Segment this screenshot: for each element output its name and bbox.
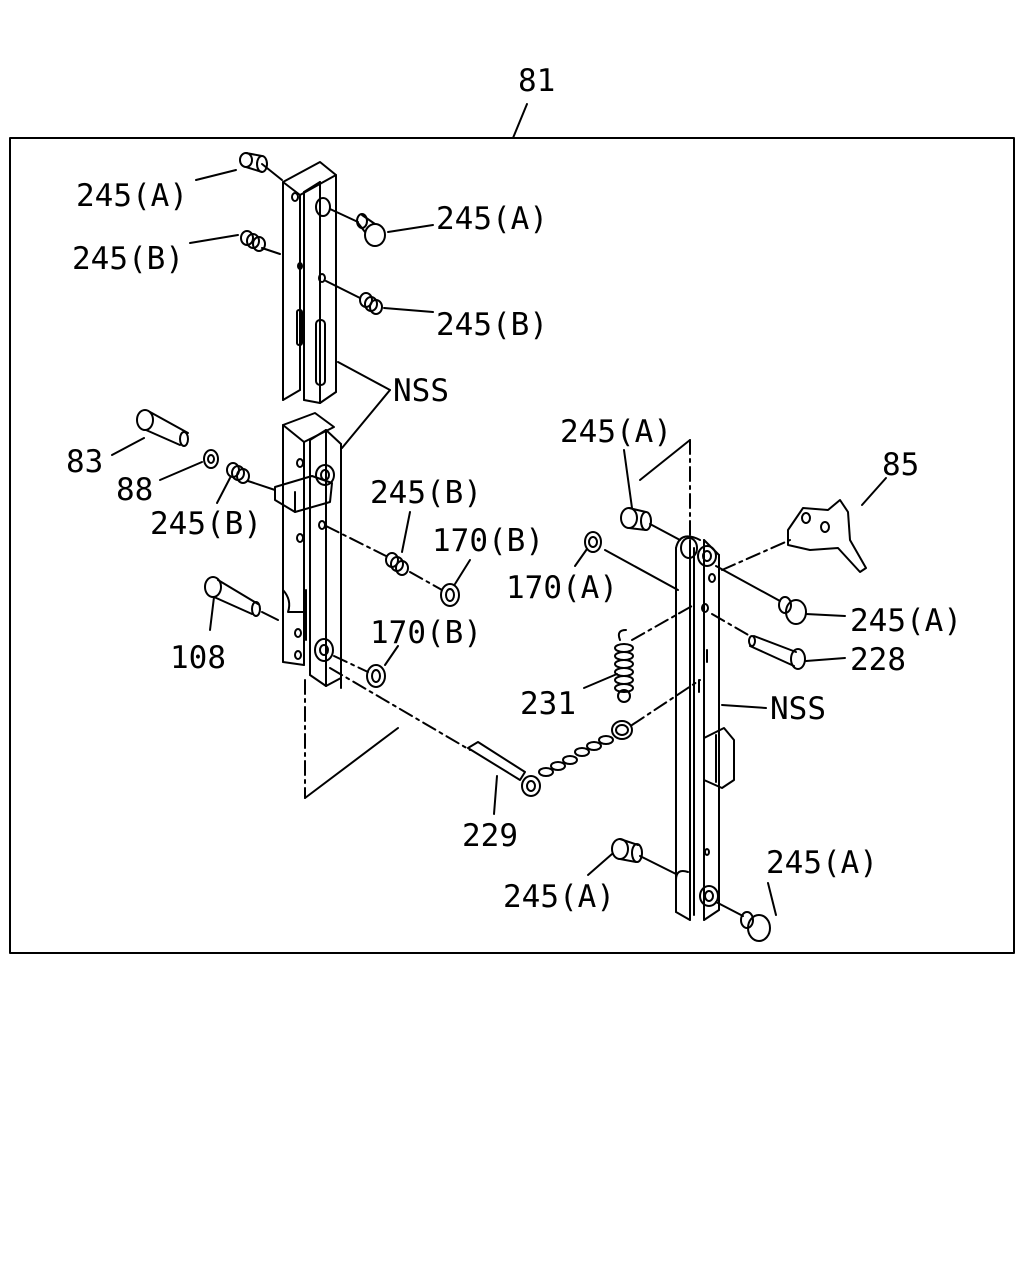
bushing-245b-mid-left <box>226 462 276 491</box>
label-245a-bottom-left: 245(A) <box>503 879 615 915</box>
label-170a: 170(A) <box>506 570 618 606</box>
washer-170b-upper <box>440 583 460 607</box>
label-nss-center: NSS <box>393 373 449 409</box>
label-170b-lower: 170(B) <box>370 615 482 651</box>
bushing-245a-bottom-right <box>715 901 771 942</box>
label-245a-right-mid: 245(A) <box>850 603 962 639</box>
label-228: 228 <box>850 642 906 678</box>
label-83: 83 <box>66 444 103 480</box>
bushing-245a-right-mid <box>715 565 807 625</box>
label-245a-bottom-right: 245(A) <box>766 845 878 881</box>
bushing-245a-top-left <box>239 152 283 181</box>
label-245a-right-top: 245(A) <box>560 414 672 450</box>
label-231: 231 <box>520 686 576 722</box>
label-245b-mid-left: 245(B) <box>150 506 262 542</box>
washer-170b-lower <box>333 655 386 688</box>
label-108: 108 <box>170 640 226 676</box>
spring-231 <box>614 605 693 703</box>
bushing-245b-upper-right <box>325 280 383 315</box>
right-long-bar <box>675 535 735 921</box>
lower-bracket <box>274 412 342 689</box>
leader-lines <box>111 169 887 916</box>
upper-bracket <box>282 161 337 404</box>
label-nss-right: NSS <box>770 691 826 727</box>
bushing-245b-upper-left <box>240 230 281 255</box>
bushing-245a-top-right <box>329 208 386 247</box>
bushing-245a-bottom-left <box>611 838 677 875</box>
washer-88 <box>203 449 219 469</box>
pin-228 <box>711 613 806 670</box>
label-245a-top-left: 245(A) <box>76 178 188 214</box>
bushing-245b-mid-center <box>325 525 443 591</box>
label-assembly-81: 81 <box>518 63 555 99</box>
label-245b-mid-center: 245(B) <box>370 475 482 511</box>
label-170b-upper: 170(B) <box>432 523 544 559</box>
label-245a-top-right: 245(A) <box>436 201 548 237</box>
bushing-245a-right-top <box>620 507 681 541</box>
label-229: 229 <box>462 818 518 854</box>
label-245b-upper-right: 245(B) <box>436 307 548 343</box>
label-88: 88 <box>116 472 153 508</box>
washer-170a <box>584 531 679 591</box>
lever-85 <box>721 499 867 573</box>
label-85: 85 <box>882 447 919 483</box>
pin-229-with-chain <box>467 679 701 797</box>
label-245b-upper-left: 245(B) <box>72 241 184 277</box>
pin-108 <box>204 576 279 621</box>
part-labels: 81 245(A) 245(A) 245(B) 245(B) NSS 83 88… <box>66 63 962 915</box>
assembly-leader-line <box>512 103 528 139</box>
pin-83 <box>136 409 189 447</box>
